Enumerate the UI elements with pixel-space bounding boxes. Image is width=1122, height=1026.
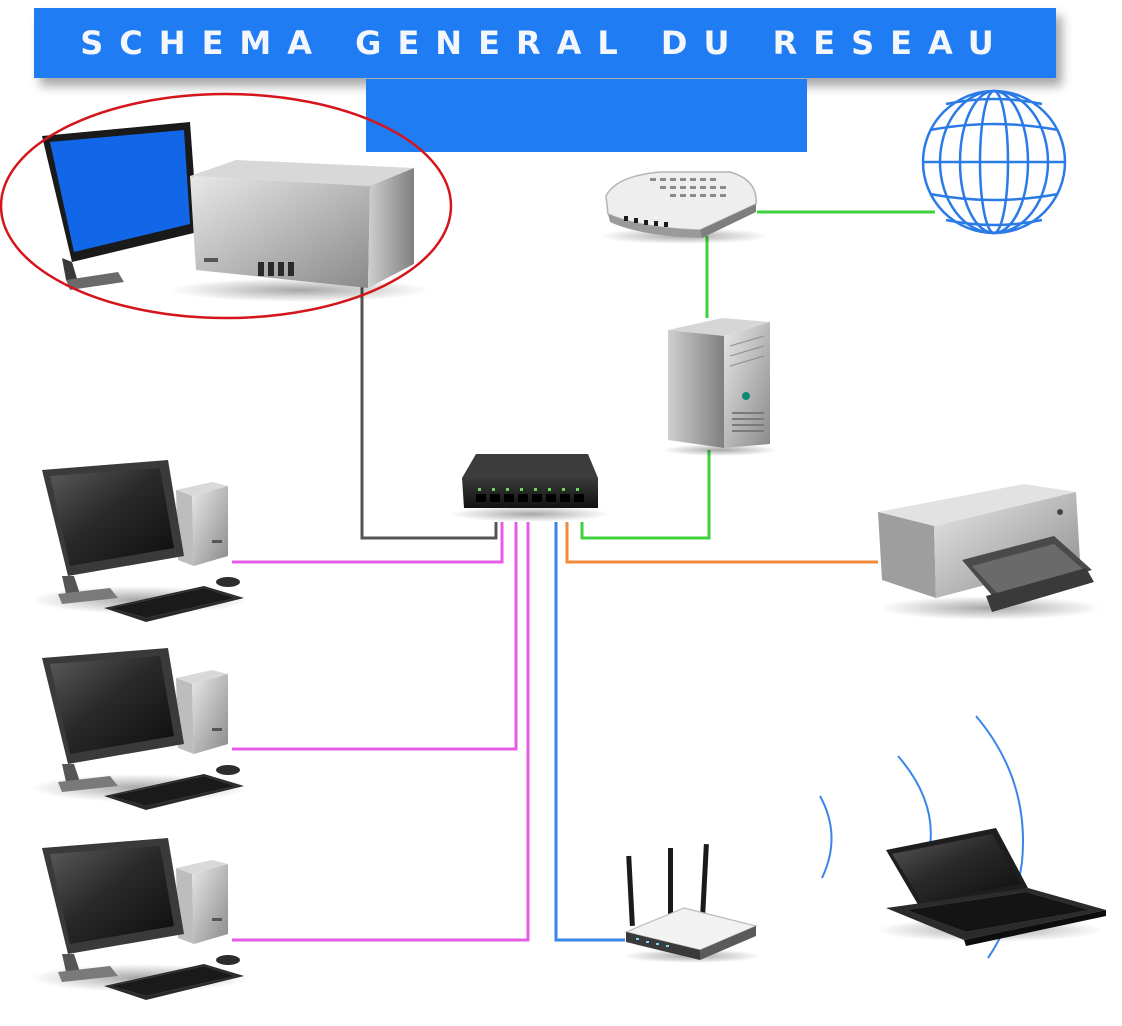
admin-monitor-icon: [42, 122, 198, 290]
cable-printer: [567, 522, 878, 562]
workstation-2: [30, 648, 250, 810]
printer-icon: [878, 484, 1102, 620]
cable-workstation-3: [232, 522, 528, 940]
desktop-pc-icon: [30, 460, 250, 622]
desktop-pc-icon: [30, 838, 250, 1000]
admin-workstation: [1, 94, 451, 318]
admin-server-box-icon: [170, 160, 430, 302]
cable-workstation-1: [232, 522, 502, 562]
cables: [232, 212, 935, 940]
laptop-icon: [876, 828, 1106, 946]
cable-server: [582, 450, 709, 538]
cable-workstation-2: [232, 522, 516, 749]
cable-wifi-router: [556, 522, 625, 940]
workstation-3: [30, 838, 250, 1000]
globe-icon: [923, 91, 1065, 233]
workstation-1: [30, 460, 250, 622]
desktop-pc-icon: [30, 648, 250, 810]
wifi-router-icon: [622, 844, 762, 963]
tower-server-icon: [662, 318, 778, 456]
network-switch-icon: [450, 454, 610, 522]
modem-icon: [598, 172, 770, 244]
